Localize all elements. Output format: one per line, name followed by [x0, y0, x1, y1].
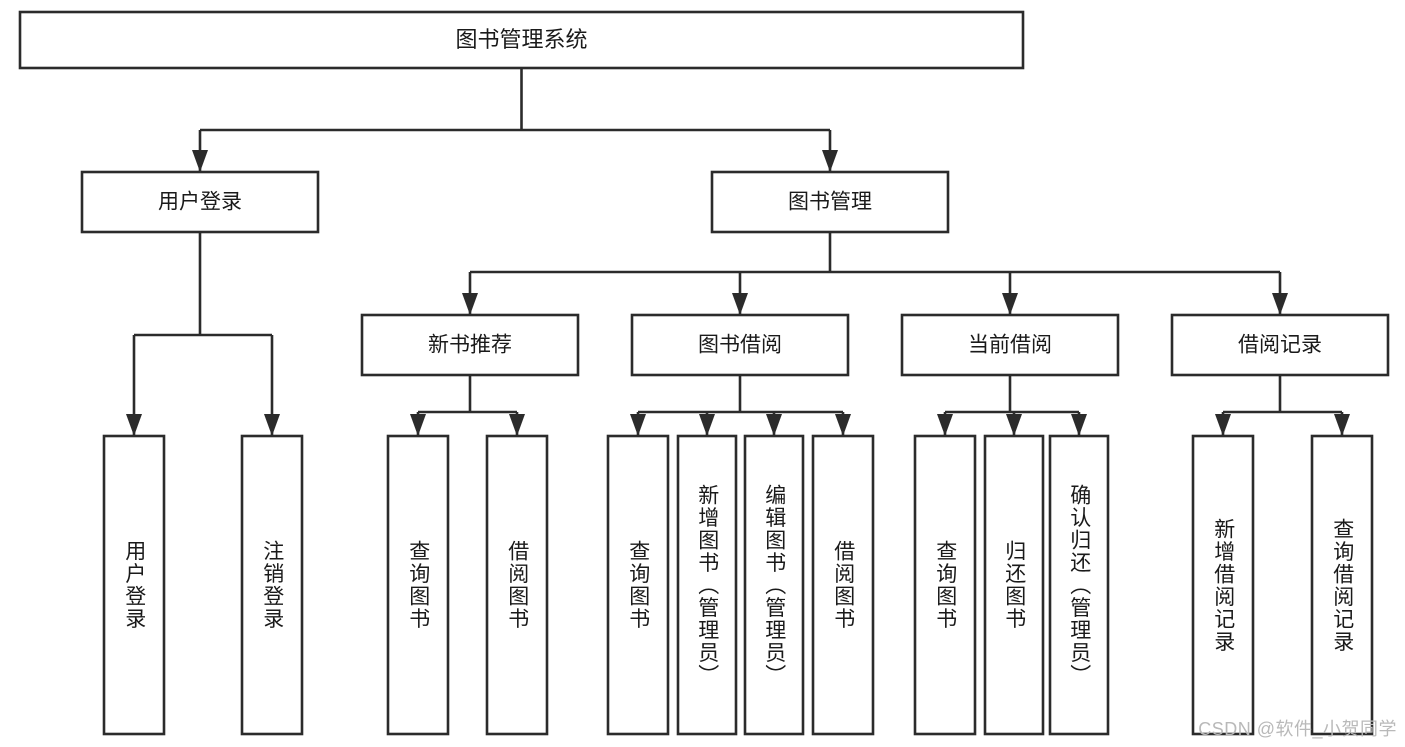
- node-box-borrow-record[interactable]: [1170, 313, 1390, 377]
- node-box-leaf-edit-book[interactable]: [743, 434, 805, 736]
- node-box-leaf-confirm-return[interactable]: [1048, 434, 1110, 736]
- node-label-user-login: 用户登录: [158, 191, 242, 214]
- arrow-head-icon: [264, 414, 280, 436]
- arrow-head-icon: [509, 414, 525, 436]
- arrow-head-icon: [937, 414, 953, 436]
- arrow-head-icon: [1002, 293, 1018, 315]
- arrow-head-icon: [1272, 293, 1288, 315]
- node-box-current-borrow[interactable]: [900, 313, 1120, 377]
- arrow-head-icon: [1071, 414, 1087, 436]
- arrow-head-icon: [835, 414, 851, 436]
- arrow-head-icon: [822, 150, 838, 172]
- node-box-leaf-query-book-2[interactable]: [606, 434, 670, 736]
- arrow-head-icon: [699, 414, 715, 436]
- node-label-current-borrow: 当前借阅: [968, 334, 1052, 357]
- node-box-leaf-query-book-1[interactable]: [386, 434, 450, 736]
- node-box-leaf-user-login[interactable]: [102, 434, 166, 736]
- arrow-head-icon: [1006, 414, 1022, 436]
- node-box-book-borrow[interactable]: [630, 313, 850, 377]
- connector-layer: [126, 68, 1350, 436]
- node-box-leaf-borrow-book-2[interactable]: [811, 434, 875, 736]
- node-box-leaf-logout[interactable]: [240, 434, 304, 736]
- node-box-book-manage[interactable]: [710, 170, 950, 234]
- node-label-new-book-rec: 新书推荐: [428, 334, 512, 357]
- node-label-borrow-record: 借阅记录: [1238, 334, 1322, 357]
- arrow-head-icon: [732, 293, 748, 315]
- node-box-leaf-query-record[interactable]: [1310, 434, 1374, 736]
- node-label-root: 图书管理系统: [455, 27, 587, 52]
- arrow-head-icon: [1334, 414, 1350, 436]
- node-label-book-borrow: 图书借阅: [698, 334, 782, 357]
- arrow-head-icon: [192, 150, 208, 172]
- node-box-user-login[interactable]: [80, 170, 320, 234]
- arrow-head-icon: [766, 414, 782, 436]
- arrow-head-icon: [462, 293, 478, 315]
- node-box-leaf-add-book[interactable]: [676, 434, 738, 736]
- node-box-leaf-add-record[interactable]: [1191, 434, 1255, 736]
- arrow-head-icon: [630, 414, 646, 436]
- arrow-head-icon: [126, 414, 142, 436]
- node-box-root[interactable]: [18, 10, 1025, 70]
- node-box-new-book-rec[interactable]: [360, 313, 580, 377]
- node-box-leaf-return-book[interactable]: [983, 434, 1045, 736]
- node-box-leaf-borrow-book-1[interactable]: [485, 434, 549, 736]
- watermark-text: CSDN @软件_小贺同学: [1198, 719, 1397, 739]
- arrow-head-icon: [1215, 414, 1231, 436]
- arrow-head-icon: [410, 414, 426, 436]
- node-box-leaf-query-book-3[interactable]: [913, 434, 977, 736]
- node-label-book-manage: 图书管理: [788, 191, 872, 214]
- box-layer: [18, 10, 1390, 736]
